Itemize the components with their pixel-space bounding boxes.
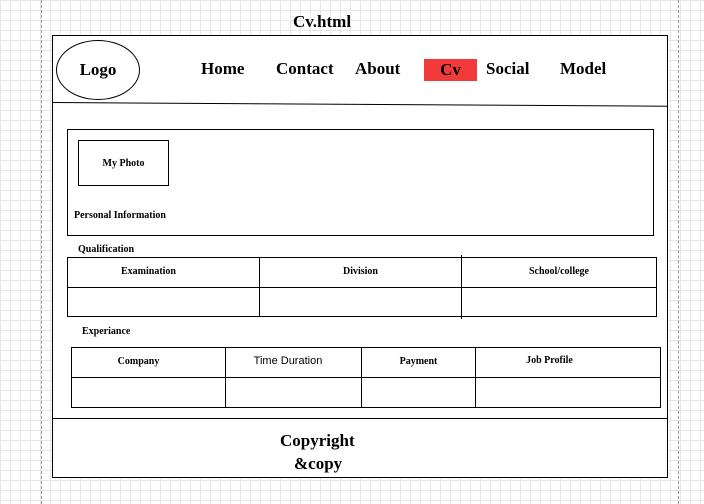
experience-col-divider (475, 348, 476, 407)
qualification-heading: Qualification (78, 244, 135, 255)
nav-model[interactable]: Model (560, 59, 607, 78)
wireframe-page: Logo Home Contact About Cv Social Model … (52, 35, 668, 478)
logo-label: Logo (79, 60, 117, 79)
canvas-guide-right (678, 0, 679, 504)
nav-cv-label: Cv (440, 60, 461, 79)
experience-col-time-duration: Time Duration (253, 355, 323, 367)
qualification-col-school: School/college (529, 266, 589, 277)
experience-row-divider (72, 377, 660, 378)
photo-label: My Photo (102, 157, 145, 169)
qualification-row-divider (68, 287, 656, 288)
qualification-table: Examination Division School/college (67, 255, 657, 319)
canvas-guide-left (41, 0, 42, 504)
qualification-col-division: Division (342, 266, 378, 277)
logo[interactable]: Logo (56, 40, 140, 100)
footer-copy-symbol: &copy (294, 454, 343, 473)
footer-divider (53, 418, 667, 419)
personal-info-label: Personal Information (74, 210, 166, 221)
experience-table: Company Time Duration Payment Job Profil… (71, 347, 661, 408)
nav-social[interactable]: Social (486, 59, 530, 78)
nav-home[interactable]: Home (201, 59, 245, 78)
qualification-col-divider (259, 258, 260, 316)
experience-col-divider (361, 348, 362, 407)
nav-contact[interactable]: Contact (276, 59, 334, 78)
personal-info-box: My Photo Personal Information (67, 129, 654, 236)
qualification-col-examination: Examination (120, 266, 176, 277)
photo-placeholder: My Photo (78, 140, 169, 186)
qualification-col-divider (461, 255, 462, 319)
page-title: Cv.html (292, 12, 352, 31)
header-divider (52, 102, 667, 107)
nav-about[interactable]: About (355, 59, 401, 78)
footer-copyright: Copyright (280, 431, 355, 450)
experience-heading: Experiance (82, 326, 131, 337)
nav-cv-active[interactable]: Cv (424, 59, 477, 81)
experience-col-company: Company (117, 356, 160, 367)
experience-col-payment: Payment (399, 356, 438, 367)
experience-col-divider (225, 348, 226, 407)
experience-col-job-profile: Job Profile (526, 355, 573, 366)
